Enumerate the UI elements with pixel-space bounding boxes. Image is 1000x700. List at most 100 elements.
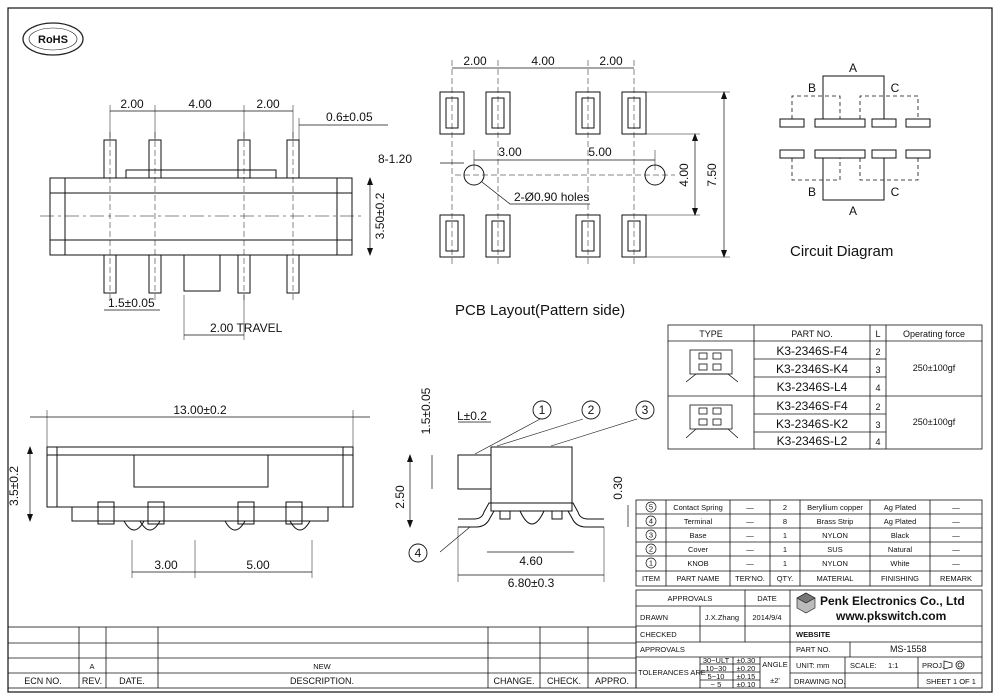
pcb-dim-300: 3.00 xyxy=(498,145,522,159)
bom-material: Brass Strip xyxy=(817,517,854,526)
top-dim-400: 4.00 xyxy=(188,97,212,111)
bom-item: 5 xyxy=(649,503,653,512)
side-dim-l: L±0.2 xyxy=(457,409,487,423)
tb-tol-value: ±0.10 xyxy=(737,680,756,689)
front-dim-1300: 13.00±0.2 xyxy=(173,403,227,417)
tb-tol-value: ±0.20 xyxy=(737,664,756,673)
pcb-title: PCB Layout(Pattern side) xyxy=(455,302,625,319)
pcb-dim-750: 7.50 xyxy=(705,163,719,187)
pcb-pads-bottom xyxy=(439,214,647,258)
tb-date: DATE xyxy=(757,594,776,603)
tb-angle-val: ±2' xyxy=(770,676,780,685)
bom-material: Beryllium copper xyxy=(807,503,863,512)
bom-finishing: Ag Plated xyxy=(884,517,917,526)
type-row-l: 3 xyxy=(875,365,880,375)
pcb-dim-500: 5.00 xyxy=(588,145,612,159)
type-row-part: K3-2346S-F4 xyxy=(776,399,848,413)
type-header: TYPE xyxy=(699,329,723,339)
type-force: 250±100gf xyxy=(913,417,956,427)
type-row-l: 4 xyxy=(875,383,880,393)
balloon-2: 2 xyxy=(588,403,595,417)
bom-qty: 1 xyxy=(783,545,787,554)
bom-remark: — xyxy=(952,517,960,526)
tb-sheet: SHEET 1 OF 1 xyxy=(926,677,976,686)
bom-item: 1 xyxy=(649,559,653,568)
type-row-l: 2 xyxy=(875,402,880,412)
tb-tol-value: ±0.15 xyxy=(737,672,756,681)
type-row-l: 3 xyxy=(875,420,880,430)
bom-ter-no: — xyxy=(746,545,754,554)
balloon-1: 1 xyxy=(539,403,546,417)
top-dim-06: 0.6±0.05 xyxy=(326,110,373,124)
bom-material: NYLON xyxy=(822,531,848,540)
pcb-dim-400-v: 4.00 xyxy=(677,163,691,187)
bom-header-material: MATERIAL xyxy=(817,574,854,583)
tb-tol-range: ~ 5 xyxy=(711,680,722,689)
partno-header: PART NO. xyxy=(791,329,833,339)
type-row-part: K3-2346S-L4 xyxy=(777,380,848,394)
side-dim-460: 4.60 xyxy=(519,554,543,568)
rev-header-appro: APPRO. xyxy=(595,676,629,686)
bom-item: 2 xyxy=(649,545,653,554)
pcb-dim-400: 4.00 xyxy=(531,54,555,68)
bom-finishing: Ag Plated xyxy=(884,503,917,512)
l-header: L xyxy=(875,329,880,339)
bom-material: NYLON xyxy=(822,559,848,568)
circuit-label-c-bottom: C xyxy=(891,185,900,199)
rohs-logo: RoHS xyxy=(22,22,84,56)
type-row-part: K3-2346S-K4 xyxy=(776,362,848,376)
tb-company: Penk Electronics Co., Ltd xyxy=(820,594,965,608)
bom-ter-no: — xyxy=(746,559,754,568)
pcb-pads-top xyxy=(439,91,647,135)
circuit-label-b-bottom: B xyxy=(808,185,816,199)
rev-header-date: DATE. xyxy=(119,676,145,686)
bom-part-name: Base xyxy=(689,531,706,540)
circuit-title: Circuit Diagram xyxy=(790,243,893,260)
tb-tol-range: 30~ULT xyxy=(703,656,730,665)
bom-part-name: KNOB xyxy=(687,559,708,568)
bom-remark: — xyxy=(952,545,960,554)
front-dim-300: 3.00 xyxy=(154,558,178,572)
circuit-label-c-top: C xyxy=(891,81,900,95)
pcb-dim-200-b: 2.00 xyxy=(599,54,623,68)
bom-table xyxy=(635,499,983,587)
bom-item: 3 xyxy=(649,531,653,540)
rev-header-ecn: ECN NO. xyxy=(24,676,62,686)
front-dim-500: 5.00 xyxy=(246,558,270,572)
tb-website: WEBSITE xyxy=(796,630,830,639)
top-dim-200-b: 2.00 xyxy=(256,97,280,111)
travel-label: 2.00 TRAVEL xyxy=(210,321,283,335)
circuit-label-b-top: B xyxy=(808,81,816,95)
top-dim-350: 3.50±0.2 xyxy=(373,192,387,239)
front-dim-35: 3.5±0.2 xyxy=(7,466,21,506)
front-view xyxy=(27,410,370,578)
bom-finishing: Black xyxy=(891,531,910,540)
pcb-holes-label: 2-Ø0.90 holes xyxy=(514,190,589,204)
side-view xyxy=(407,417,638,582)
bom-header-qty: QTY. xyxy=(777,574,794,583)
bom-qty: 1 xyxy=(783,559,787,568)
bom-header-item: ITEM xyxy=(642,574,660,583)
tb-unit: UNIT: mm xyxy=(796,661,829,670)
bom-material: SUS xyxy=(827,545,842,554)
bom-ter-no: — xyxy=(746,517,754,526)
bom-part-name: Contact Spring xyxy=(673,503,723,512)
bom-finishing: Natural xyxy=(888,545,913,554)
tb-tolerances: TOLERANCES ARE xyxy=(638,668,706,677)
bom-remark: — xyxy=(952,531,960,540)
bom-item: 4 xyxy=(649,517,653,526)
bom-header-remark: REMARK xyxy=(940,574,972,583)
bom-rows: 5 Contact Spring — 2 Beryllium copper Ag Plat… xyxy=(649,503,960,569)
tb-url: www.pkswitch.com xyxy=(835,609,946,623)
rev-header-change: CHANGE. xyxy=(493,676,534,686)
type-row-part: K3-2346S-K2 xyxy=(776,417,848,431)
top-view xyxy=(40,105,388,340)
svg-text:RoHS: RoHS xyxy=(38,34,68,46)
bom-header-finishing: FINISHING xyxy=(881,574,919,583)
rev-header-description: DESCRIPTION. xyxy=(290,676,354,686)
tb-proj: PROJ. xyxy=(922,661,944,670)
rev-header-check: CHECK. xyxy=(547,676,581,686)
circuit-label-a-top: A xyxy=(849,61,857,75)
bom-ter-no: — xyxy=(746,531,754,540)
tb-partno: MS-1558 xyxy=(890,644,927,654)
